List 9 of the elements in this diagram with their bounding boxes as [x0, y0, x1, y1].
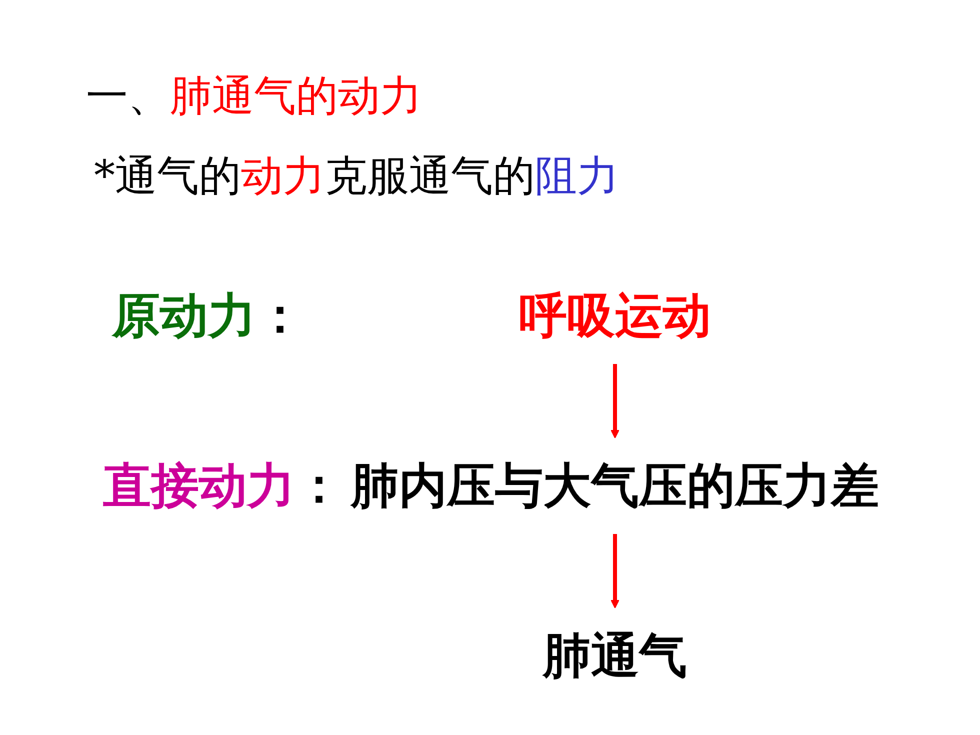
step-text: 肺通气 [543, 628, 687, 684]
term-label: 直接动力： [103, 457, 343, 516]
step-text: 肺内压与大气压的压力差 [351, 458, 879, 514]
term-label: 原动力： [112, 287, 304, 346]
arrow [610, 364, 620, 438]
subtitle: *通气的动力克服通气的阻力 [94, 150, 619, 202]
title: 一、肺通气的动力 [86, 70, 422, 122]
step-text: 呼吸运动 [519, 288, 711, 344]
arrow [610, 534, 620, 608]
